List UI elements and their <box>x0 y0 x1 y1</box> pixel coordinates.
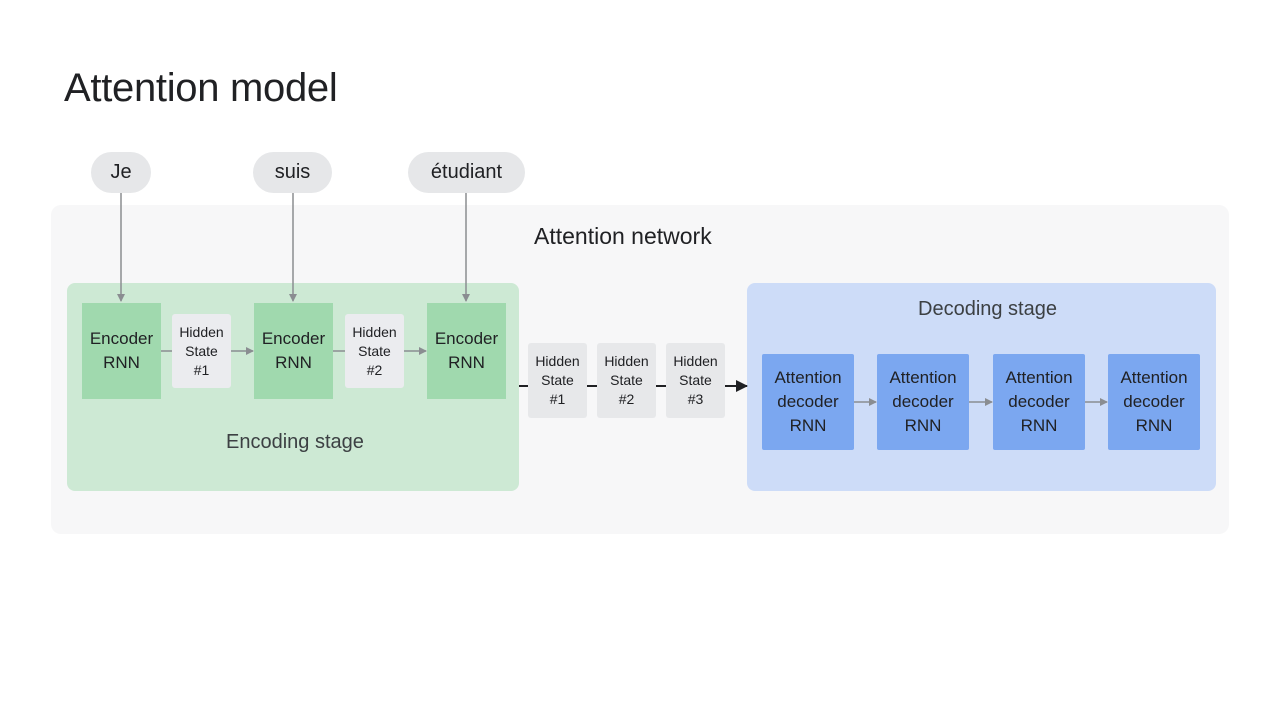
attention-decoder-rnn-4: Attention decoder RNN <box>1108 354 1200 450</box>
encoder-rnn-3: Encoder RNN <box>427 303 506 399</box>
encoding-stage-label: Encoding stage <box>226 431 364 453</box>
attention-decoder-rnn-2: Attention decoder RNN <box>877 354 969 450</box>
context-hidden-state-3: Hidden State #3 <box>666 343 725 418</box>
encoder-hidden-state-2: Hidden State #2 <box>345 314 404 388</box>
attention-decoder-rnn-1: Attention decoder RNN <box>762 354 854 450</box>
input-word-etudiant: étudiant <box>408 152 525 193</box>
context-hidden-state-2: Hidden State #2 <box>597 343 656 418</box>
input-word-suis: suis <box>253 152 332 193</box>
encoder-rnn-1: Encoder RNN <box>82 303 161 399</box>
encoder-hidden-state-1: Hidden State #1 <box>172 314 231 388</box>
encoder-rnn-2: Encoder RNN <box>254 303 333 399</box>
slide-title: Attention model <box>64 66 338 110</box>
decoding-stage-label: Decoding stage <box>918 298 1057 320</box>
input-word-je: Je <box>91 152 151 193</box>
context-hidden-state-1: Hidden State #1 <box>528 343 587 418</box>
attention-network-label: Attention network <box>534 223 712 249</box>
attention-decoder-rnn-3: Attention decoder RNN <box>993 354 1085 450</box>
